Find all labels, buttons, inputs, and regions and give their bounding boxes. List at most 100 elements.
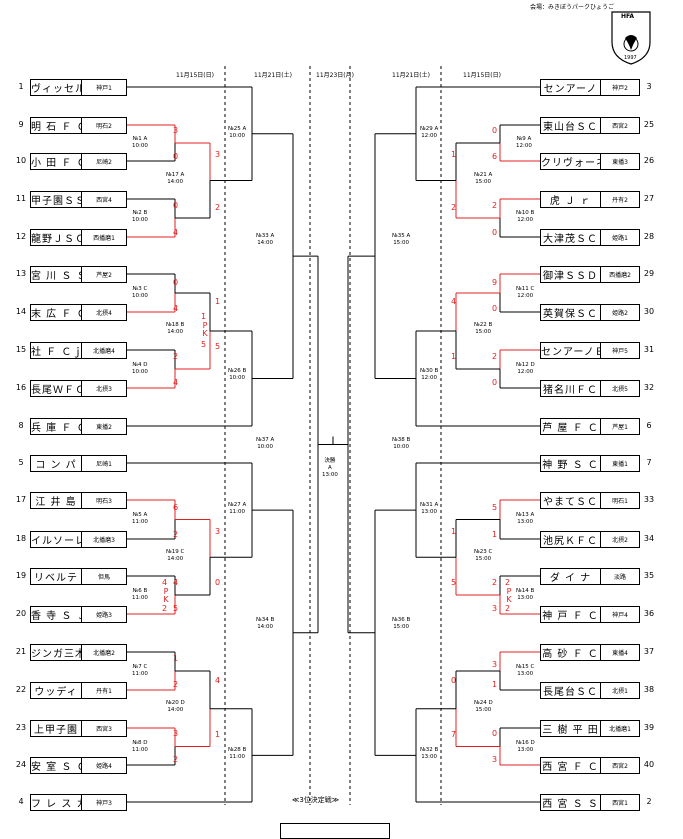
match-label-line: 12:00 (421, 375, 438, 381)
score: 5 (173, 604, 179, 613)
match-label-line: 14:00 (167, 329, 184, 335)
score: 4 (162, 578, 168, 587)
right-team-region: 明石1 (600, 493, 639, 508)
left-team-name: ヴィッセル (31, 84, 81, 95)
left-team-box: コ ン パ尼崎1 (30, 455, 127, 472)
left-seed: 1 (18, 82, 24, 91)
right-team-name: センアーノ (543, 84, 598, 95)
left-team-box: 小 田 Ｆ Ｃ尼崎2 (30, 153, 127, 170)
match-label-line: №15 C (516, 664, 535, 670)
match-label-line: 14:00 (167, 556, 184, 562)
right-seed: 40 (643, 760, 655, 769)
match-label-line: №5 A (132, 512, 148, 518)
right-seed: 27 (643, 194, 655, 203)
match-label-line: №17 A (166, 172, 185, 178)
right-team-region: 姫路2 (600, 305, 639, 320)
right-team-name: 御津ＳＳＤ (543, 271, 598, 282)
match-label-line: 14:00 (257, 624, 274, 630)
score: 2 (492, 578, 498, 587)
left-team-name: 兵 庫 Ｆ Ｃ (31, 423, 81, 434)
left-team-name: ウッディ (34, 687, 78, 698)
score: 1 (201, 312, 207, 321)
right-team-region: 西宮2 (600, 118, 639, 133)
match-label-line: 12:00 (517, 217, 534, 223)
match-label-line: 10:00 (229, 375, 246, 381)
left-seed: 22 (15, 685, 27, 694)
date-r2: 11月21日(土) (392, 72, 430, 79)
right-team-region: 姫路1 (600, 230, 639, 245)
left-team-box: 安 室 Ｓ Ｃ姫路4 (30, 757, 127, 774)
left-team-box: 香 寺 Ｓ Ｊ姫路3 (30, 606, 127, 623)
score: 2 (492, 201, 498, 210)
left-team-name: 甲子園ＳＳ (31, 196, 81, 207)
right-seed: 7 (646, 458, 652, 467)
match-label-line: №10 B (516, 210, 535, 216)
match-label-line: №6 B (132, 588, 148, 594)
match-label-line: №36 B (392, 617, 411, 623)
right-team-region: 北摂5 (600, 381, 639, 396)
score: 3 (173, 126, 179, 135)
right-team-name: ダ イ ナ (549, 573, 592, 584)
pk-letter: K (163, 595, 169, 604)
left-team-name: 小 田 Ｆ Ｃ (31, 158, 81, 169)
match-label-line: 11:00 (229, 509, 246, 515)
right-team-region: 神戸4 (600, 607, 639, 622)
left-team-box: ヴィッセル神戸1 (30, 79, 127, 96)
left-team-name: 社 Ｆ Ｃｊｒ (31, 347, 81, 358)
left-team-region: 神戸1 (81, 80, 126, 95)
match-label-line: 13:00 (517, 747, 534, 753)
right-team-name: 神 戸 Ｆ Ｃ (542, 611, 599, 622)
left-team-region: 明石3 (81, 493, 126, 508)
match-label-line: №18 B (166, 322, 185, 328)
left-team-name: 江 井 島 (35, 497, 77, 508)
score: 2 (173, 352, 179, 361)
match-label-line: 11:00 (132, 671, 148, 677)
right-seed: 39 (643, 723, 655, 732)
match-label-line: 12:00 (516, 143, 532, 149)
match-label-line: №11 C (516, 286, 535, 292)
left-team-box: フ レ ス カ神戸3 (30, 794, 127, 811)
score: 4 (173, 578, 179, 587)
left-team-name: フ レ ス カ (31, 799, 81, 810)
right-team-region: 淡路 (600, 569, 639, 584)
match-label-line: 12:00 (517, 369, 534, 375)
date-l1: 11月15日(日) (176, 72, 214, 79)
right-seed: 38 (643, 685, 655, 694)
score: 0 (451, 676, 457, 685)
score: 5 (215, 342, 221, 351)
right-seed: 3 (646, 82, 652, 91)
score: 3 (173, 729, 179, 738)
left-seed: 4 (18, 797, 24, 806)
score: 2 (173, 755, 179, 764)
left-team-region: 丹有1 (81, 683, 126, 698)
right-team-box: 三 樹 平 田北播磨1 (540, 720, 640, 737)
left-seed: 18 (15, 534, 27, 543)
score: 1 (451, 150, 457, 159)
left-team-name: 上甲子園 (34, 725, 78, 736)
score: 6 (173, 503, 179, 512)
left-team-name: 龍野ＪＳＣ (31, 234, 81, 245)
left-team-name: コ ン パ (35, 460, 77, 471)
match-label-line: 15:00 (475, 329, 492, 335)
match-label-line: №12 D (516, 362, 535, 368)
right-seed: 33 (643, 495, 655, 504)
match-label-line: 15:00 (475, 707, 492, 713)
